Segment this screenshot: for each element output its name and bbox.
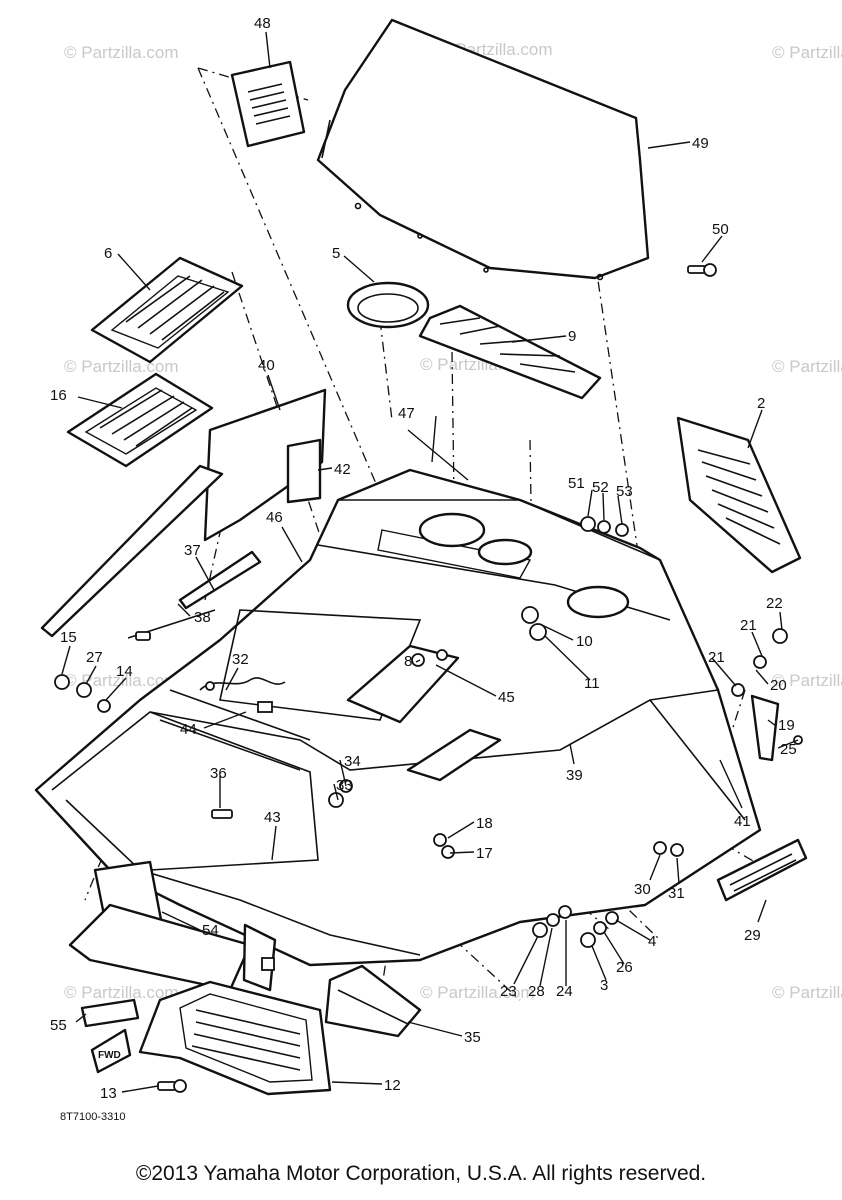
callout-16: 16 [50,387,67,404]
assembly-line [379,319,393,421]
watermark-text: © Partzilla.com [772,357,842,376]
vent-16 [66,372,214,468]
callout-25: 25 [780,741,797,758]
copyright-notice: ©2013 Yamaha Motor Corporation, U.S.A. A… [135,1162,707,1185]
callout-33: 33 [336,777,353,794]
callout-30: 30 [634,881,651,898]
hardware-grommets [54,516,803,948]
callout-55: 55 [50,1017,67,1034]
callout-35: 35 [464,1029,481,1046]
callout-4: 4 [648,933,656,950]
callout-52: 52 [592,479,609,496]
watermark-text: © Partzilla.com [772,43,842,62]
callout-23: 23 [500,983,517,1000]
callout-42: 42 [334,461,351,478]
callout-27: 27 [86,649,103,666]
callout-46: 46 [266,509,283,526]
callout-37: 37 [184,542,201,559]
callout-20: 20 [770,677,787,694]
callout-10: 10 [576,633,593,650]
watermark-text: © Partzilla.com [64,43,179,62]
emblem-32 [199,677,286,713]
callout-40: 40 [258,357,275,374]
callout-21b: 21 [708,649,725,666]
bolt-50 [687,263,717,277]
callout-numbers: 48 49 50 6 5 9 40 16 47 2 42 46 51 52 53… [50,15,797,1102]
callout-22: 22 [766,595,783,612]
side-panel-40 [203,388,327,542]
callout-41: 41 [734,813,751,830]
callout-3: 3 [600,977,608,994]
callout-39: 39 [566,767,583,784]
vent-9 [418,304,602,400]
decal-card [230,60,306,148]
assembly-line [231,271,396,761]
watermark-text: © Partzilla.com [772,983,842,1002]
callout-15: 15 [60,629,77,646]
callout-43: 43 [264,809,281,826]
fwd-label: FWD [98,1050,121,1061]
callout-8: 8 [404,653,412,670]
callout-48: 48 [254,15,271,32]
cap-5 [346,281,430,329]
windshield [316,18,650,281]
callout-6: 6 [104,245,112,262]
callout-34: 34 [344,753,361,770]
callout-47: 47 [398,405,415,422]
callout-18: 18 [476,815,493,832]
diagram-code: 8T7100-3310 [60,1111,125,1123]
assembly-line [197,67,396,529]
callout-13: 13 [100,1085,117,1102]
callout-36: 36 [210,765,227,782]
callout-51: 51 [568,475,585,492]
watermark-layer: © Partzilla.com © Partzilla.com © Partzi… [64,40,842,1002]
part-35 [324,964,422,1038]
callout-44: 44 [180,721,197,738]
callout-17: 17 [476,845,493,862]
bracket-54 [68,860,277,992]
assembly-line [454,939,521,1001]
callout-50: 50 [712,221,729,238]
watermark-text: © Partzilla.com [64,357,179,376]
callout-45: 45 [498,689,515,706]
callout-12: 12 [384,1077,401,1094]
strip-37 [40,464,262,641]
plate-55: FWD [80,998,140,1074]
callout-53: 53 [616,483,633,500]
watermark-text: © Partzilla.com [64,983,179,1002]
callout-38: 38 [194,609,211,626]
callout-11: 11 [584,675,600,692]
callout-9: 9 [568,328,576,345]
callout-49: 49 [692,135,709,152]
decal-29 [716,838,808,902]
callout-31: 31 [668,885,685,902]
leader-lines [61,31,799,1093]
watermark-text: © Partzilla.com [420,983,535,1002]
watermark-text: © Partzilla.com [64,671,179,690]
callout-5: 5 [332,245,340,262]
assembly-line [594,259,646,601]
callout-2: 2 [757,395,765,412]
callout-26: 26 [616,959,633,976]
callout-28: 28 [528,983,545,1000]
callout-29: 29 [744,927,761,944]
front-grille-12 [138,980,332,1096]
callout-24: 24 [556,983,573,1000]
callout-32: 32 [232,651,249,668]
assembly-line [597,879,661,941]
hood-body [34,468,762,967]
callout-54: 54 [202,922,219,939]
callout-19: 19 [778,717,795,734]
callout-21: 21 [740,617,757,634]
callout-14: 14 [116,663,133,680]
watermark-text: © Partzilla.com [772,671,842,690]
grille-2 [676,416,802,574]
vent-6 [90,256,244,364]
